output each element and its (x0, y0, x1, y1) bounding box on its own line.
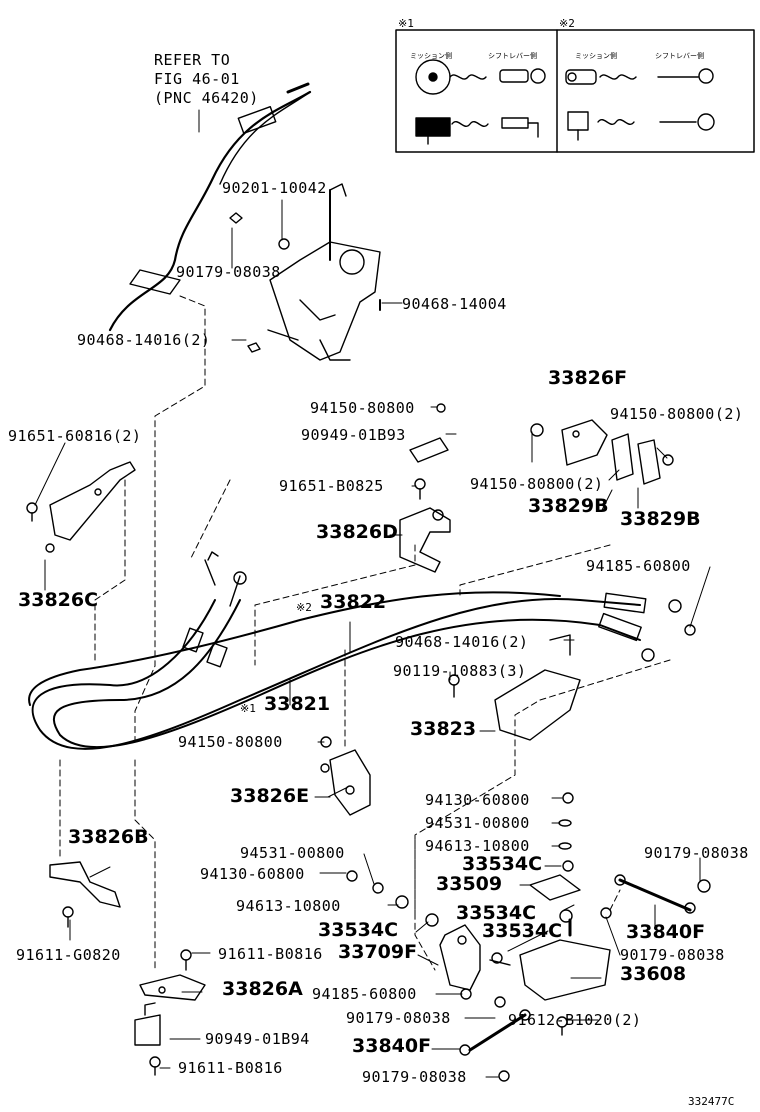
part-label: 91611-G0820 (16, 946, 121, 964)
legend-col-shift-1: シフトレバー側 (488, 52, 537, 60)
part-label-major: 33826E (230, 785, 310, 807)
part-label: 90119-10883(3) (393, 662, 527, 680)
part-label: 94130-60800 (425, 791, 530, 809)
part-label: 90179-08038 (176, 263, 281, 281)
part-label: 94185-60800 (586, 557, 691, 575)
part-label-major: 33826A (222, 978, 303, 1000)
part-label-major: 33534C (318, 919, 399, 941)
part-label: 94150-80800(2) (610, 405, 744, 423)
bracket-33826D (399, 507, 451, 573)
part-label: 94150-80800 (178, 733, 283, 751)
part-label-major: 33826F (548, 367, 628, 389)
part-label-major: 33829B (528, 495, 609, 517)
bracket-33826C (45, 461, 136, 553)
part-label: 94130-60800 (200, 865, 305, 883)
part-mark: ※1 (240, 702, 256, 715)
bracket-90949-01B94 (134, 1002, 161, 1046)
dashed-lines (59, 295, 671, 971)
hardware-items (26, 212, 711, 1082)
part-label: 90179-08038 (362, 1068, 467, 1086)
part-label: 90468-14016(2) (77, 331, 211, 349)
refer-note-line3: (PNC 46420) (154, 89, 259, 107)
part-label-major: 33709F (338, 941, 418, 963)
part-label: 90949-01B93 (301, 426, 406, 444)
part-label-major: 33821 (264, 693, 331, 715)
part-label: 94531-00800 (425, 814, 530, 832)
legend-mark-2: ※2 (559, 17, 575, 30)
part-label-major: 33826C (18, 589, 99, 611)
legend-box (395, 29, 755, 153)
lower-linkage (439, 874, 696, 1056)
part-label-major: 33823 (410, 718, 477, 740)
part-label: 94531-00800 (240, 844, 345, 862)
part-mark: ※2 (296, 601, 312, 614)
part-label: 91651-B0825 (279, 477, 384, 495)
part-label-major: 33534C (462, 853, 543, 875)
leader-lines (34, 109, 711, 1078)
part-label: 90468-14004 (402, 295, 507, 313)
part-label-major: 33826D (316, 521, 398, 543)
part-label: 94150-80800(2) (470, 475, 604, 493)
part-label: 90468-14016(2) (395, 633, 529, 651)
part-label: 94150-80800 (310, 399, 415, 417)
figure-id: 332477C (688, 1095, 735, 1108)
part-label-major: 33840F (352, 1035, 432, 1057)
part-label: 91651-60816(2) (8, 427, 142, 445)
bracket-33823 (494, 634, 581, 741)
part-label: 94613-10800 (236, 897, 341, 915)
bracket-33826F (561, 419, 661, 485)
main-cables (28, 551, 682, 750)
bracket-33826A (139, 974, 206, 1001)
part-label: 90179-08038 (346, 1009, 451, 1027)
part-label: 91611-B0816 (218, 945, 323, 963)
bracket-33826B (49, 861, 121, 908)
part-label: 94613-10800 (425, 837, 530, 855)
part-label: 90179-08038 (620, 946, 725, 964)
part-label: 90179-08038 (644, 844, 749, 862)
part-label-major: 33534C (482, 920, 563, 942)
legend-col-shift-2: シフトレバー側 (655, 52, 704, 60)
part-label-major: 33826B (68, 826, 149, 848)
legend-col-mission-1: ミッション側 (410, 52, 452, 60)
part-label-major: 33840F (626, 921, 706, 943)
refer-note-line1: REFER TO (154, 51, 231, 69)
upper-cable (108, 82, 312, 332)
part-label: 90201-10042 (222, 179, 327, 197)
legend-col-mission-2: ミッション側 (575, 52, 617, 60)
part-label-major: 33822 (320, 591, 387, 613)
part-label-major: 33534C (456, 902, 537, 924)
part-label: 91612-B1020(2) (508, 1011, 642, 1029)
refer-note-line2: FIG 46-01 (154, 70, 240, 88)
bracket-33826E (329, 749, 371, 816)
part-label-major: 33608 (620, 963, 687, 985)
part-label-major: 33509 (436, 873, 503, 895)
part-label: 90949-01B94 (205, 1030, 310, 1048)
part-label: 94185-60800 (312, 985, 417, 1003)
legend-mark-1: ※1 (398, 17, 414, 30)
part-label-major: 33829B (620, 508, 701, 530)
shift-lever-housing (267, 183, 381, 361)
part-label: 91611-B0816 (178, 1059, 283, 1077)
